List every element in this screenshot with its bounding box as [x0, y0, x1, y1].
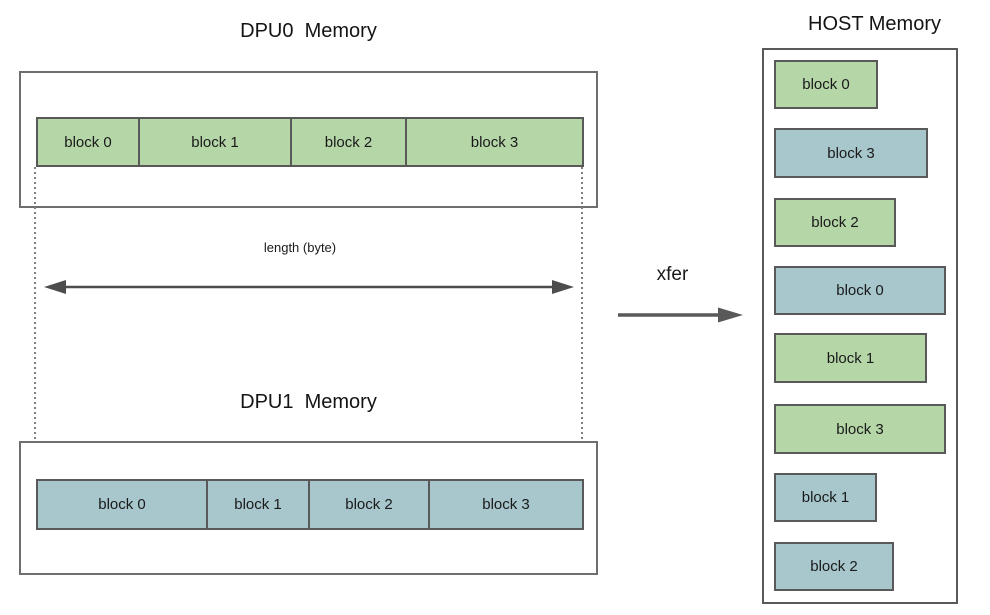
host-block-1-green: block 1 — [774, 333, 927, 383]
host-block-3-blue: block 3 — [774, 128, 928, 178]
dpu0-block-3: block 3 — [407, 119, 582, 165]
host-block-2-green: block 2 — [774, 198, 896, 247]
xfer-right-arrow-icon — [618, 307, 743, 323]
left-extent-dotted-line — [34, 167, 36, 480]
dpu1-block-1: block 1 — [208, 481, 310, 528]
host-block-0-green: block 0 — [774, 60, 878, 109]
dpu0-block-1: block 1 — [140, 119, 292, 165]
length-double-arrow-icon — [44, 280, 574, 294]
host-block-2-blue: block 2 — [774, 542, 894, 591]
dpu0-block-2: block 2 — [292, 119, 407, 165]
right-extent-dotted-line — [581, 167, 583, 480]
length-byte-label: length (byte) — [263, 240, 337, 255]
xfer-label: xfer — [656, 264, 689, 285]
host-block-0-blue: block 0 — [774, 266, 946, 315]
host-block-3-green: block 3 — [774, 404, 946, 454]
dpu0-block-0: block 0 — [38, 119, 140, 165]
dpu1-memory-title: DPU1 Memory — [240, 391, 377, 413]
host-block-1-blue: block 1 — [774, 473, 877, 522]
dpu0-block-row: block 0 block 1 block 2 block 3 — [36, 117, 584, 167]
dpu1-block-3: block 3 — [430, 481, 582, 528]
host-memory-title: HOST Memory — [808, 13, 941, 35]
dpu1-block-2: block 2 — [310, 481, 430, 528]
dpu1-block-0: block 0 — [38, 481, 208, 528]
dpu0-memory-title: DPU0 Memory — [240, 20, 377, 42]
dpu1-block-row: block 0 block 1 block 2 block 3 — [36, 479, 584, 530]
